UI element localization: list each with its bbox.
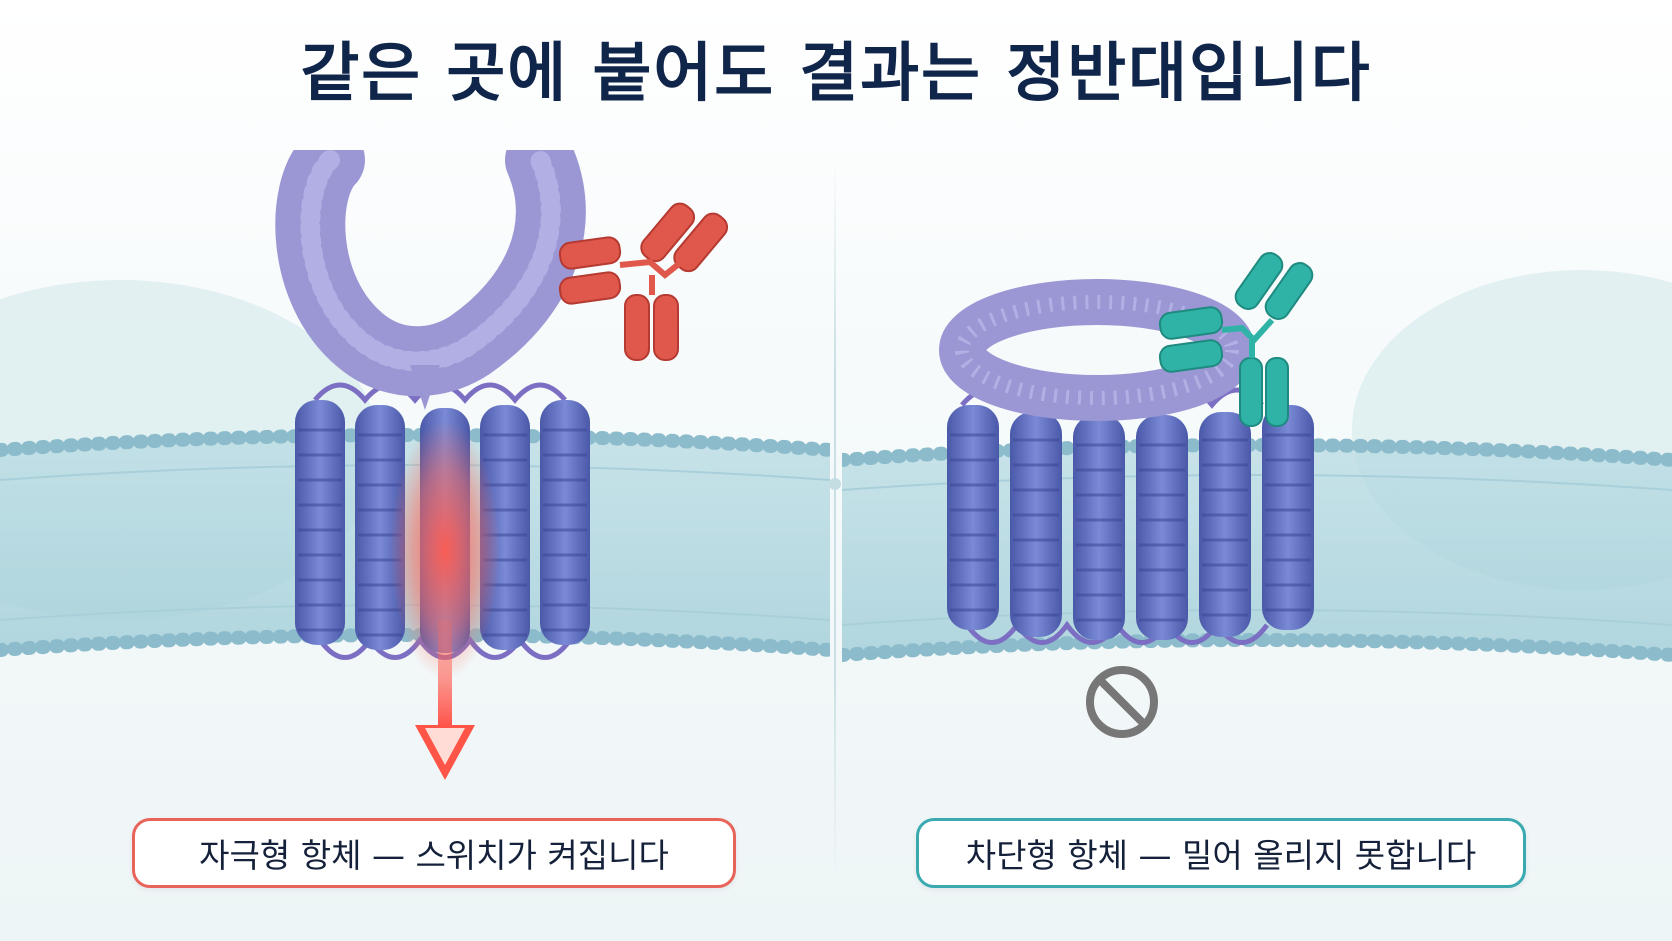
left-caption-text: 자극형 항체 — 스위치가 켜집니다	[199, 836, 669, 875]
ligand-protein	[939, 279, 1255, 421]
right-caption-text: 차단형 항체 — 밀어 올리지 못합니다	[965, 836, 1477, 875]
panel-divider	[834, 160, 836, 880]
left-caption: 자극형 항체 — 스위치가 켜집니다	[132, 818, 736, 888]
left-panel	[0, 150, 830, 910]
activation-glow	[390, 420, 500, 680]
receptor-helices	[947, 387, 1314, 645]
ligand-protein	[275, 150, 586, 410]
agonist-antibody	[558, 202, 729, 361]
right-caption: 차단형 항체 — 밀어 올리지 못합니다	[916, 818, 1526, 888]
right-panel	[842, 150, 1672, 910]
divider-dot	[829, 478, 841, 490]
signal-arrow-down	[415, 620, 475, 780]
prohibited-icon	[1086, 666, 1158, 738]
page-title: 같은 곳에 붙어도 결과는 정반대입니다	[300, 37, 1372, 111]
antagonist-antibody	[1158, 252, 1314, 427]
